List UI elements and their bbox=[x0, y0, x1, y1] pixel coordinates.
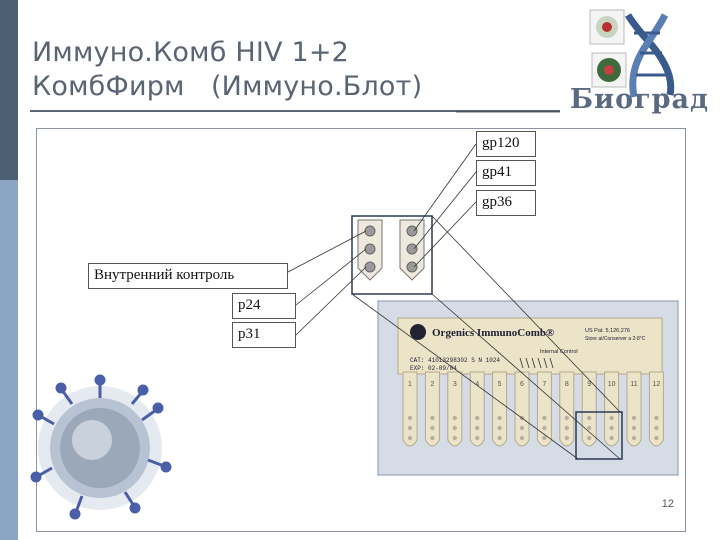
test-spot bbox=[631, 415, 637, 421]
tooth-number: 8 bbox=[565, 381, 569, 388]
connector-lines bbox=[287, 111, 621, 460]
label-gp36: gp36 bbox=[476, 190, 536, 216]
test-spot bbox=[654, 435, 659, 441]
tooth-number: 1 bbox=[408, 381, 412, 388]
tooth-number: 7 bbox=[542, 381, 546, 388]
card-patent: US Pat. 5,126,276 bbox=[585, 328, 630, 334]
comb-tooth bbox=[469, 371, 485, 447]
tooth-number: 6 bbox=[520, 381, 524, 388]
test-spot bbox=[542, 435, 547, 441]
label-p31: p31 bbox=[232, 322, 296, 348]
card-storage: Store at/Conserver a 2-8°C bbox=[585, 336, 646, 342]
test-spot bbox=[519, 435, 525, 441]
orgenics-logo-icon bbox=[410, 324, 426, 340]
test-spot bbox=[564, 435, 569, 441]
test-spot bbox=[452, 425, 457, 431]
test-spot bbox=[475, 435, 480, 441]
test-spot bbox=[452, 415, 457, 421]
control-marker bbox=[531, 357, 536, 369]
magnified-teeth bbox=[351, 215, 433, 295]
tooth-number: 2 bbox=[430, 381, 434, 388]
test-spot bbox=[631, 425, 637, 431]
logo-text: Биоград bbox=[570, 84, 710, 115]
comb-tooth bbox=[559, 371, 575, 447]
comb-tooth bbox=[447, 371, 463, 447]
test-spot bbox=[609, 415, 614, 421]
control-marker bbox=[519, 357, 524, 369]
test-spot bbox=[587, 415, 592, 421]
page-number: 12 bbox=[661, 498, 674, 510]
label-gp41: gp41 bbox=[476, 160, 536, 186]
test-spot bbox=[497, 415, 502, 421]
biograd-logo bbox=[589, 9, 675, 98]
slide-title: Иммуно.Комб HIV 1+2 КомбФирм (Иммуно.Бло… bbox=[32, 36, 422, 104]
label-p24: p24 bbox=[232, 293, 296, 319]
test-spot bbox=[475, 415, 480, 421]
test-spot bbox=[564, 425, 569, 431]
comb-tooth bbox=[626, 371, 642, 447]
test-spot bbox=[430, 425, 435, 431]
tooth-number: 12 bbox=[653, 381, 661, 388]
control-marker bbox=[525, 357, 530, 369]
test-spot bbox=[542, 425, 547, 431]
title-underline bbox=[30, 110, 560, 112]
control-marker bbox=[549, 357, 554, 369]
test-spot bbox=[452, 435, 457, 441]
test-spot bbox=[519, 425, 525, 431]
test-spot bbox=[497, 435, 502, 441]
test-spot bbox=[609, 435, 614, 441]
test-spot bbox=[654, 415, 659, 421]
test-spot bbox=[475, 425, 480, 431]
highlight-square bbox=[575, 411, 623, 460]
comb-tooth bbox=[648, 371, 664, 447]
comb-tooth bbox=[514, 371, 530, 447]
comb-tooth bbox=[492, 371, 508, 447]
card-cat: CAT: 41013298302 S N 1024 bbox=[410, 357, 500, 364]
comb-tooth bbox=[581, 371, 597, 447]
test-spot bbox=[407, 415, 413, 421]
title-line-2: КомбФирм (Иммуно.Блот) bbox=[32, 71, 423, 102]
label-gp120: gp120 bbox=[476, 131, 536, 157]
virus-illustration bbox=[30, 374, 172, 520]
test-spot bbox=[654, 425, 659, 431]
tooth-number: 4 bbox=[475, 381, 479, 388]
test-spot bbox=[542, 415, 547, 421]
label-internal-control: Внутренний контроль bbox=[88, 263, 288, 289]
test-spot bbox=[407, 425, 413, 431]
test-spot bbox=[430, 435, 435, 441]
card-internal-control: Internal Control bbox=[540, 349, 578, 355]
test-spot bbox=[587, 435, 592, 441]
test-spot bbox=[407, 435, 413, 441]
test-spot bbox=[430, 415, 435, 421]
tooth-number: 11 bbox=[630, 381, 637, 388]
comb-tooth bbox=[424, 371, 440, 447]
sidebar-accent-light bbox=[0, 180, 18, 540]
sidebar-accent-dark bbox=[0, 0, 18, 180]
control-marker bbox=[543, 357, 548, 369]
card-exp: EXP: 02-09/04 bbox=[410, 365, 457, 372]
tooth-number: 5 bbox=[498, 381, 502, 388]
test-spot bbox=[631, 435, 637, 441]
test-spot bbox=[497, 425, 502, 431]
control-marker bbox=[537, 357, 542, 369]
tooth-number: 10 bbox=[608, 381, 616, 388]
comb-tooth bbox=[604, 371, 620, 447]
tooth-number: 9 bbox=[587, 381, 591, 388]
comb-tooth bbox=[402, 371, 418, 447]
test-spot bbox=[609, 425, 614, 431]
test-spot bbox=[564, 415, 569, 421]
card-brand: Orgenics ImmunoComb® bbox=[432, 327, 554, 339]
title-line-1: Иммуно.Комб HIV 1+2 bbox=[32, 37, 350, 68]
test-spot bbox=[587, 425, 592, 431]
tooth-number: 3 bbox=[453, 381, 457, 388]
